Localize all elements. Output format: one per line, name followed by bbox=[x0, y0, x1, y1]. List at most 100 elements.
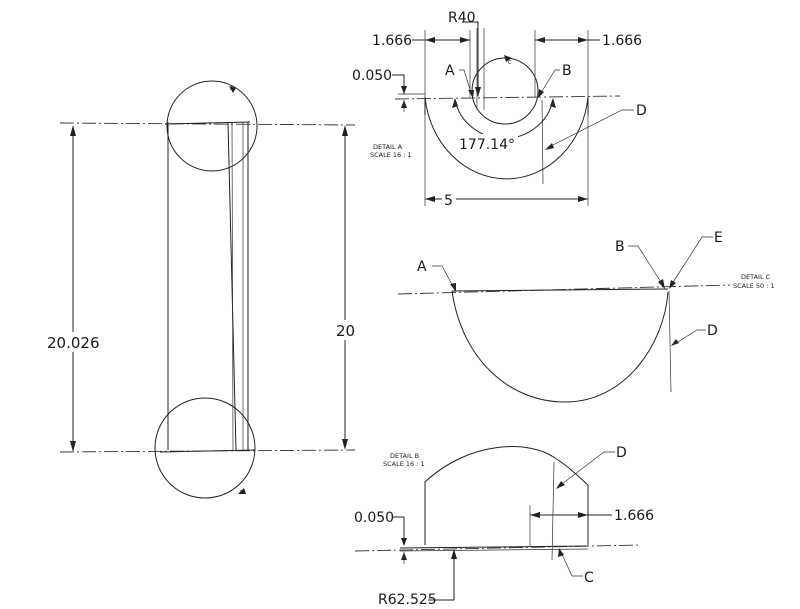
detail-a-radius-leader bbox=[462, 21, 479, 96]
detail-b-offset: 1.666 bbox=[614, 508, 654, 524]
detail-a-leader-d bbox=[546, 109, 634, 149]
top-reference-line bbox=[59, 122, 356, 126]
detail-a-gap-arrow-top bbox=[401, 86, 407, 94]
detail-a-angle-arrow-1 bbox=[452, 98, 458, 108]
detail-c-title-line1: DETAIL C bbox=[741, 273, 771, 281]
detail-b-radius-leader bbox=[428, 550, 455, 601]
dim-inner-text-bg bbox=[333, 320, 357, 340]
detail-b-c-vertical bbox=[551, 461, 555, 561]
detail-b-radius-arrow bbox=[451, 549, 457, 559]
top-face-line bbox=[164, 121, 251, 125]
detail-circle-a-arrow bbox=[229, 86, 236, 93]
detail-a-dim-right-arrow-1 bbox=[535, 37, 545, 43]
detail-b-dome bbox=[424, 446, 589, 545]
dim-inner-arrow-top bbox=[342, 125, 348, 136]
detail-c-view: A B E D DETAIL C SCALE 50 : 1 bbox=[397, 230, 775, 403]
detail-a-width-arrow-1 bbox=[425, 196, 435, 202]
detail-a-dim-right-arrow-2 bbox=[578, 37, 588, 43]
detail-b-title-line1: DETAIL B bbox=[390, 452, 419, 460]
detail-c-point-e: E bbox=[714, 230, 723, 246]
detail-b-reference-line bbox=[354, 544, 641, 552]
detail-a-leader-d-arrow bbox=[545, 143, 554, 150]
detail-a-offset-left: 1.666 bbox=[372, 33, 412, 49]
dim-inner-arrow-bottom bbox=[342, 439, 348, 450]
detail-a-leader-b bbox=[538, 69, 560, 97]
detail-a-width-arrow-2 bbox=[578, 196, 588, 202]
column-inner-line-2 bbox=[231, 121, 234, 451]
detail-a-width: 5 bbox=[444, 193, 453, 209]
detail-a-dim-left-arrow-1 bbox=[425, 37, 435, 43]
detail-a-point-b: B bbox=[562, 63, 572, 79]
bottom-reference-line bbox=[59, 449, 356, 453]
detail-b-point-d: D bbox=[616, 445, 627, 461]
detail-b-point-c: C bbox=[584, 570, 594, 586]
detail-b-offset-arrow-1 bbox=[530, 512, 540, 518]
detail-a-dim-left-arrow-2 bbox=[460, 37, 470, 43]
detail-b-radius: R62.525 bbox=[378, 592, 437, 608]
detail-a-gap-leader bbox=[392, 74, 405, 94]
detail-circle-a-label: A bbox=[230, 86, 234, 92]
main-view: A B 20.026 20 bbox=[44, 80, 357, 499]
dim-overall-arrow-bottom bbox=[70, 441, 76, 452]
detail-a-angle-arc bbox=[454, 99, 554, 139]
detail-a-offset-right: 1.666 bbox=[602, 33, 642, 49]
detail-c-leader-b bbox=[628, 245, 665, 288]
detail-b-leader-c-arrow bbox=[558, 548, 564, 557]
detail-b-title-line2: SCALE 16 : 1 bbox=[383, 460, 425, 468]
detail-a-d-vertical bbox=[541, 99, 544, 185]
detail-b-base-line bbox=[399, 545, 589, 549]
detail-c-leader-e bbox=[669, 236, 713, 288]
dim-overall-text-bg bbox=[44, 332, 102, 352]
detail-a-leader-b-arrow bbox=[538, 89, 544, 98]
detail-c-leader-b-arrow bbox=[658, 279, 665, 289]
detail-a-reference-line bbox=[394, 95, 621, 100]
detail-a-angle-arrow-2 bbox=[550, 98, 556, 108]
detail-a-point-d: D bbox=[636, 103, 647, 119]
column-inner-line bbox=[227, 121, 237, 451]
detail-a-title-line2: SCALE 16 : 1 bbox=[370, 151, 412, 159]
detail-b-gap: 0.050 bbox=[354, 510, 394, 526]
detail-a-inner-circle bbox=[471, 57, 539, 125]
detail-c-top-line bbox=[451, 288, 669, 292]
detail-a-gap: 0.050 bbox=[352, 68, 392, 84]
dim-overall-length: 20.026 bbox=[47, 334, 100, 352]
detail-c-point-b: B bbox=[615, 239, 625, 255]
detail-c-arc bbox=[451, 290, 669, 403]
detail-a-width-bg bbox=[442, 190, 456, 208]
detail-b-leader-d-arrow bbox=[556, 481, 565, 489]
detail-a-radius: R40 bbox=[448, 10, 476, 26]
detail-a-point-a: A bbox=[445, 63, 455, 79]
detail-b-leader-c bbox=[559, 549, 583, 577]
detail-c-point-a: A bbox=[417, 259, 427, 275]
detail-c-point-d: D bbox=[707, 323, 718, 339]
detail-a-leader-a bbox=[459, 69, 473, 97]
detail-a-angle-bg bbox=[456, 134, 518, 152]
detail-circle-b-arrow bbox=[238, 488, 246, 494]
bottom-face-line bbox=[159, 449, 256, 453]
detail-b-offset-arrow-2 bbox=[578, 512, 588, 518]
detail-a-title-line1: DETAIL A bbox=[373, 143, 403, 151]
detail-a-leader-a-arrow bbox=[468, 90, 474, 98]
detail-c-leader-d-arrow bbox=[671, 339, 679, 346]
detail-circle-b-label: B bbox=[240, 490, 244, 496]
detail-c-d-vertical bbox=[668, 290, 672, 393]
detail-a-angle: 177.14° bbox=[459, 137, 515, 153]
detail-b-view: 0.050 1.666 D C R62.525 DETAIL B SCALE 1… bbox=[354, 445, 654, 608]
detail-c-title-line2: SCALE 50 : 1 bbox=[733, 282, 775, 290]
detail-a-view: C 1.666 1.666 R40 0.050 A B bbox=[352, 10, 647, 209]
dim-overall-arrow-top bbox=[70, 125, 76, 136]
detail-b-base-line-2 bbox=[399, 548, 589, 552]
detail-c-leader-e-arrow bbox=[669, 280, 676, 289]
detail-c-leader-d bbox=[672, 329, 706, 346]
detail-a-radius-arrow bbox=[475, 87, 481, 97]
detail-circle-a bbox=[166, 80, 258, 172]
detail-c-leader-a-arrow bbox=[450, 283, 456, 292]
detail-a-point-c: C bbox=[508, 60, 512, 66]
dim-inner-length: 20 bbox=[336, 322, 355, 340]
detail-b-gap-arrow-top bbox=[401, 538, 407, 546]
detail-a-circle-arrow bbox=[504, 55, 512, 62]
detail-b-gap-leader bbox=[392, 516, 405, 545]
detail-c-leader-a bbox=[432, 265, 456, 291]
detail-b-leader-d bbox=[557, 451, 615, 488]
